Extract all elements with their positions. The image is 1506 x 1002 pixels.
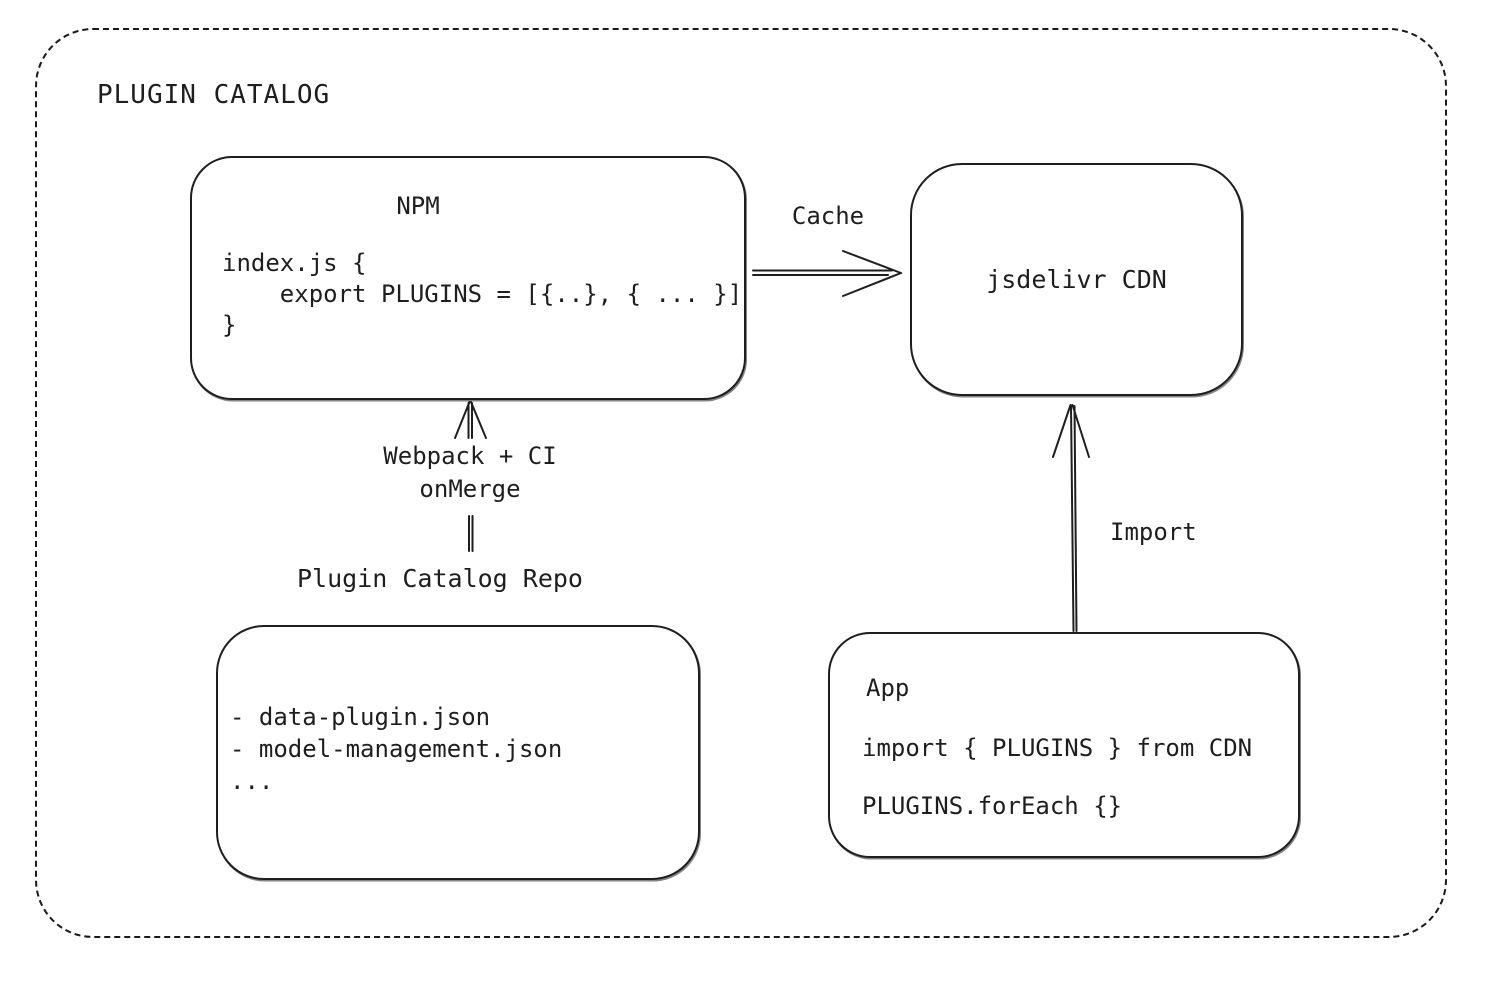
- cdn-node-label: jsdelivr CDN: [986, 265, 1167, 294]
- app-node: App import { PLUGINS } from CDN PLUGINS.…: [828, 632, 1300, 858]
- diagram-title: PLUGIN CATALOG: [97, 80, 331, 110]
- app-node-title: App: [866, 674, 910, 702]
- npm-node-title: NPM: [396, 192, 440, 220]
- repo-file-item: ...: [230, 767, 274, 795]
- repo-file-item: - data-plugin.json: [230, 703, 491, 731]
- app-code-line: PLUGINS.forEach {}: [862, 792, 1123, 820]
- cache-arrow-label: Cache: [758, 202, 898, 230]
- repo-node-heading: Plugin Catalog Repo: [297, 564, 583, 593]
- npm-code-line: index.js {: [222, 249, 367, 277]
- build-arrow-label: Webpack + CI onMerge: [330, 440, 610, 506]
- npm-code-block: index.js { export PLUGINS = [{..}, { ...…: [222, 248, 742, 341]
- repo-file-item: - model-management.json: [230, 735, 563, 763]
- repo-file-list: - data-plugin.json - model-management.js…: [230, 701, 562, 797]
- npm-node: NPM index.js { export PLUGINS = [{..}, {…: [190, 156, 746, 400]
- npm-code-line: export PLUGINS = [{..}, { ... }]: [222, 280, 743, 308]
- build-label-line2: onMerge: [419, 475, 521, 503]
- import-arrow-label: Import: [1110, 518, 1197, 546]
- repo-node: - data-plugin.json - model-management.js…: [216, 625, 700, 880]
- cdn-node: jsdelivr CDN: [910, 163, 1243, 396]
- build-label-line1: Webpack + CI: [383, 442, 557, 470]
- catalog-boundary-frame: [35, 28, 1447, 938]
- app-code-line: import { PLUGINS } from CDN: [862, 734, 1253, 762]
- npm-code-line: }: [222, 311, 237, 339]
